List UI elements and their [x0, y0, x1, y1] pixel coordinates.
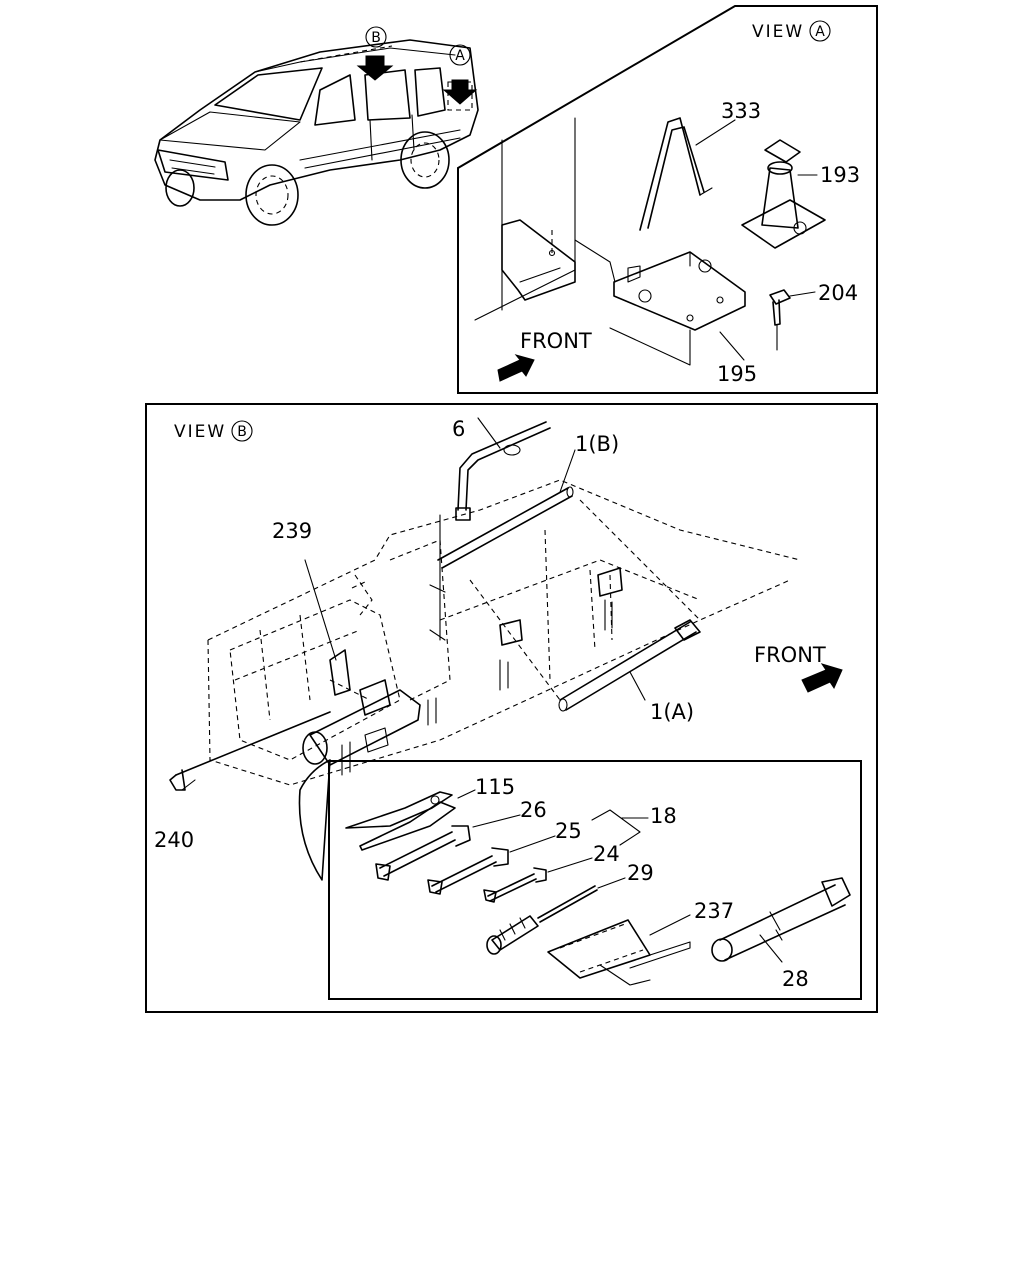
part-label-28: 28	[782, 967, 809, 991]
part-label-239: 239	[272, 519, 312, 543]
part-label-1a: 1(A)	[650, 700, 694, 724]
svg-text:A: A	[815, 24, 825, 40]
bar-1a	[469, 499, 701, 712]
part-label-29: 29	[627, 861, 654, 885]
leader-195	[719, 331, 745, 361]
part-label-333: 333	[721, 99, 761, 123]
bracket-18	[591, 809, 649, 846]
front-label-view-a: FRONT	[520, 329, 592, 353]
jack-handle-333	[639, 117, 736, 231]
vehicle-marker-b: B	[365, 26, 387, 48]
vehicle-illustration	[154, 39, 479, 226]
extension-bar-28	[711, 877, 851, 963]
view-a-frame	[457, 5, 878, 394]
part-label-237: 237	[694, 899, 734, 923]
svg-text:A: A	[455, 48, 465, 64]
vehicle-marker-a: A	[449, 44, 471, 66]
part-label-18: 18	[650, 804, 677, 828]
cargo-floor	[207, 479, 801, 786]
front-arrow-view-b	[801, 663, 843, 693]
part-label-240: 240	[154, 828, 194, 852]
svg-text:B: B	[237, 424, 247, 440]
wrench-25	[427, 835, 556, 895]
front-label-view-b: FRONT	[754, 643, 826, 667]
part-label-204: 204	[818, 281, 858, 305]
part-label-24: 24	[593, 842, 620, 866]
svg-text:B: B	[371, 30, 381, 46]
part-label-1b: 1(B)	[575, 432, 619, 456]
bar-1b	[437, 449, 576, 569]
jack-bracket-195	[574, 239, 746, 366]
view-b-frame	[145, 403, 878, 1013]
wrench-6	[455, 417, 551, 521]
part-label-115: 115	[475, 775, 515, 799]
jack-239	[298, 559, 421, 881]
screwdriver-29	[486, 877, 626, 955]
part-label-6: 6	[452, 417, 465, 441]
wrench-26	[375, 814, 521, 881]
view-b-marker: B	[231, 420, 253, 442]
view-a-prefix: VIEW	[752, 22, 804, 42]
view-b-prefix: VIEW	[174, 422, 226, 442]
view-a-marker: A	[809, 20, 831, 42]
handle-240	[169, 711, 331, 791]
tool-bag-237	[547, 914, 691, 986]
bolt-204	[769, 289, 816, 351]
wrench-24	[483, 857, 593, 903]
view-a-floor-panel	[474, 117, 576, 321]
pliers-115	[345, 789, 476, 851]
jack-193	[741, 139, 826, 249]
part-label-25: 25	[555, 819, 582, 843]
toolkit-inset-frame	[328, 760, 862, 1000]
part-label-195: 195	[717, 362, 757, 386]
front-arrow-view-a	[497, 354, 535, 382]
part-label-26: 26	[520, 798, 547, 822]
part-label-193: 193	[820, 163, 860, 187]
